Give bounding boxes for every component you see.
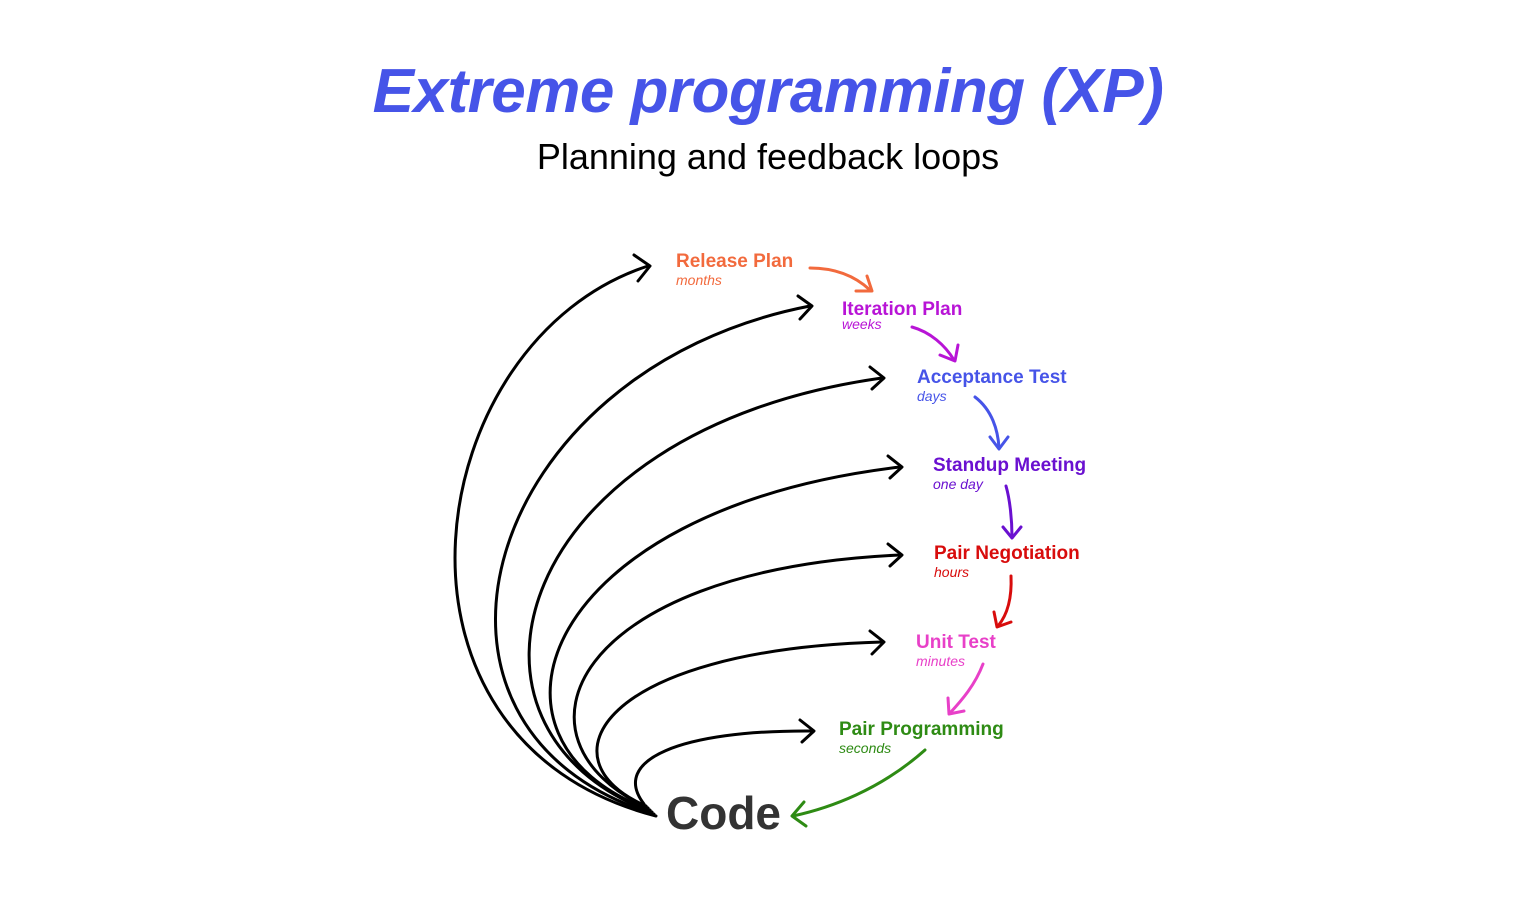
- stage-pair-programming: Pair Programming seconds: [839, 719, 1004, 757]
- stage-label: Unit Test: [916, 632, 996, 653]
- page-subtitle: Planning and feedback loops: [536, 136, 1000, 177]
- stage-period: minutes: [916, 653, 966, 669]
- stage-label: Standup Meeting: [933, 455, 1087, 476]
- page-title: Extreme programming (XP): [372, 57, 1164, 126]
- stage-standup-meeting: Standup Meeting one day: [933, 455, 1087, 493]
- stage-acceptance-test: Acceptance Test days: [917, 367, 1067, 405]
- stage-label: Pair Negotiation: [934, 543, 1080, 564]
- stage-label: Pair Programming: [839, 719, 1004, 740]
- stage-period: hours: [934, 564, 970, 580]
- flow-arrow-pair-programming-to-code: [790, 748, 927, 828]
- flow-arrow-standup-to-negotiation: [1001, 484, 1023, 540]
- stage-label: Release Plan: [676, 251, 794, 272]
- stage-period: days: [917, 388, 947, 404]
- code-center-label: Code: [666, 787, 781, 839]
- stage-period: one day: [933, 476, 983, 492]
- stage-period: weeks: [842, 316, 882, 332]
- loop-arrow-standup-meeting: [548, 465, 902, 812]
- stage-period: seconds: [839, 740, 892, 756]
- loop-arrow-iteration-plan: [494, 304, 812, 816]
- flow-arrow-acceptance-to-standup: [973, 395, 1010, 451]
- loop-arrow-release-plan: [453, 264, 658, 818]
- stage-period: months: [676, 272, 722, 288]
- stage-unit-test: Unit Test minutes: [916, 632, 996, 670]
- loop-arrow-unit-test: [595, 640, 884, 808]
- loop-arrow-pair-negotiation: [572, 553, 902, 810]
- stage-pair-negotiation: Pair Negotiation hours: [934, 543, 1080, 581]
- stage-release-plan: Release Plan months: [676, 251, 794, 289]
- loop-arrow-pair-programming: [633, 729, 814, 806]
- flow-arrow-release-to-iteration: [808, 266, 874, 293]
- flow-arrow-iteration-to-acceptance: [910, 325, 960, 363]
- flow-arrow-negotiation-to-unit: [992, 574, 1013, 629]
- stage-label: Iteration Plan: [842, 299, 963, 320]
- stage-label: Acceptance Test: [917, 367, 1067, 388]
- loop-arrow-acceptance-test: [527, 376, 884, 814]
- flow-arrow-unit-to-pair-programming: [946, 662, 985, 716]
- stage-iteration-plan: Iteration Plan weeks: [842, 299, 963, 333]
